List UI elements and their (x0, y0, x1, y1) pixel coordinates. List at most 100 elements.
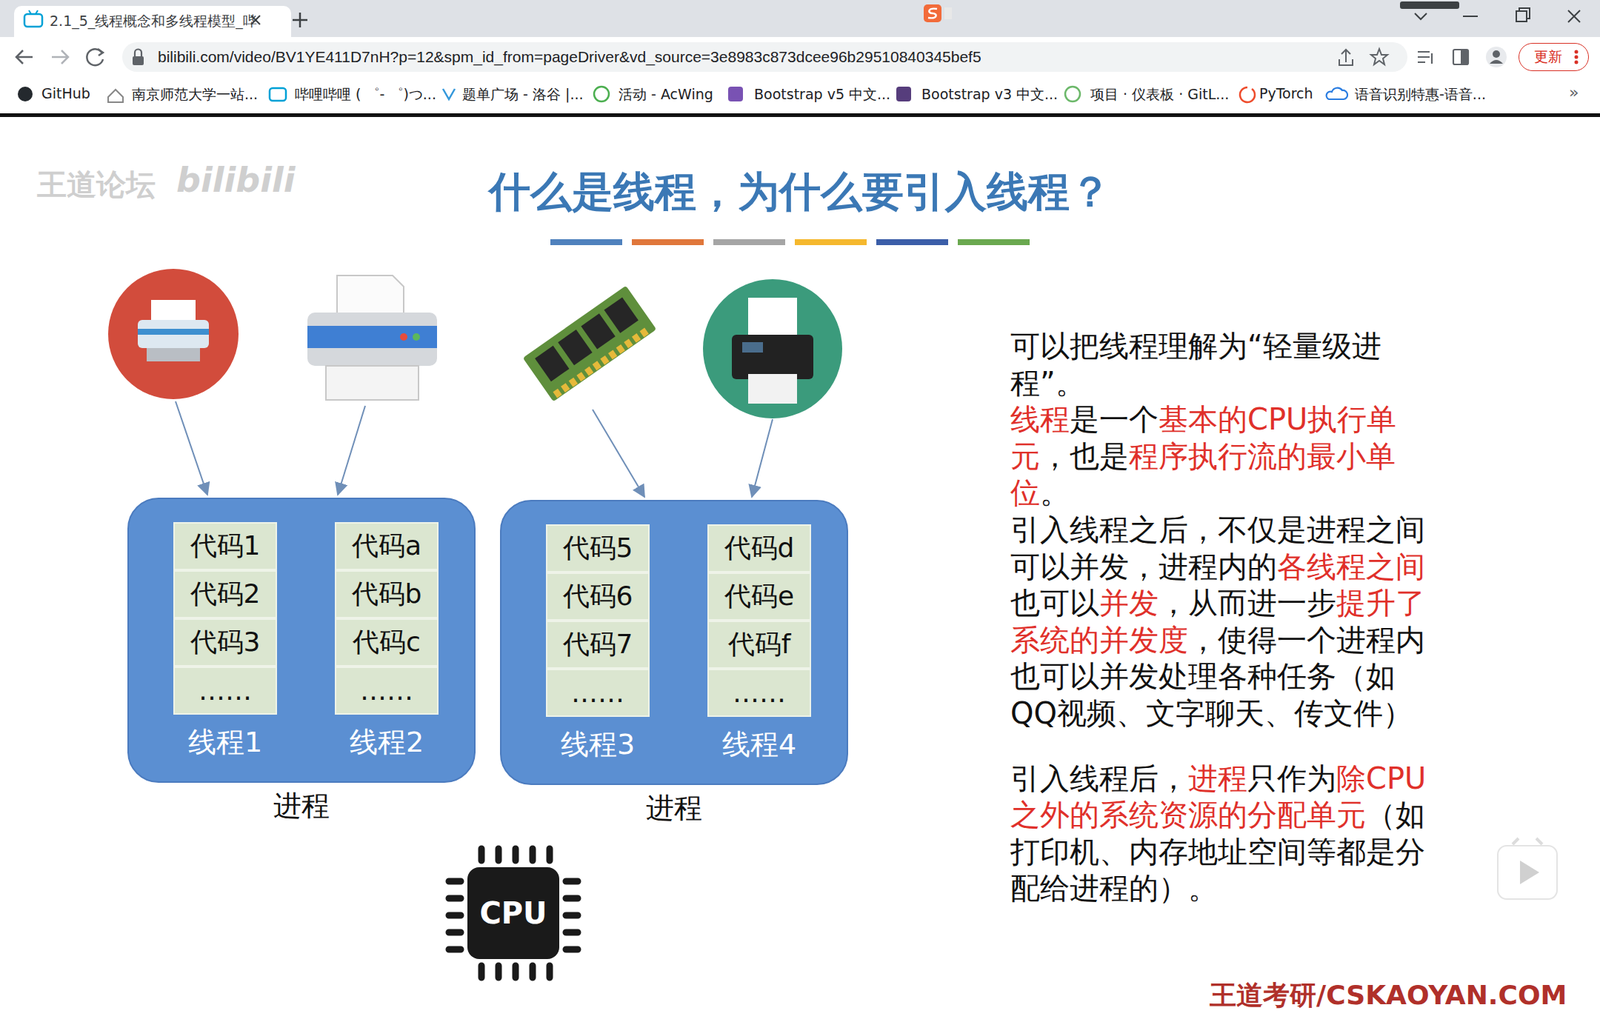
footer-brand: 王道考研/CSKAOYAN.COM (1209, 977, 1567, 1015)
sogou-icon (944, 7, 952, 20)
thread-label: 线程3 (545, 725, 650, 764)
code-cell: 代码f (707, 620, 812, 669)
printer-tray (146, 348, 200, 362)
code-label: …… (571, 677, 625, 709)
gitlab-icon (1065, 86, 1080, 102)
reload-icon (86, 48, 103, 66)
color-bar (631, 239, 704, 246)
pins (554, 328, 650, 395)
sidebar-icon (1460, 49, 1469, 65)
code-label: …… (198, 675, 252, 706)
bookmark: 语音识别特惠-语音... (1354, 85, 1486, 105)
url-text: bilibili.com/video/BV1YE411D7nH?p=12&spm… (157, 48, 982, 66)
code-label: 代码b (351, 576, 423, 613)
pcb (522, 285, 658, 402)
bookmark: 南京师范大学一站... (131, 85, 258, 105)
cpu-label: CPU (479, 896, 547, 931)
cpu-body (467, 867, 560, 960)
profile-icon (1485, 46, 1507, 68)
browser-chrome (0, 0, 1600, 118)
reload-icon (97, 48, 103, 56)
paragraph: 引入线程后，进程只作为除CPU之外的系统资源的分配单元（如打印机、内存地址空间等… (1010, 760, 1439, 908)
thread-label: 线程1 (173, 723, 278, 762)
code-label: …… (360, 675, 414, 706)
sogou-icon (928, 8, 938, 19)
tab-search-icon (1414, 13, 1427, 20)
cpu-pins (448, 848, 578, 978)
code-label: 代码e (724, 578, 795, 615)
code-cell: 代码6 (545, 572, 650, 621)
highlight-text: 并发 (1099, 585, 1159, 620)
browser-tab: 2.1_5_线程概念和多线程模型_哔 (14, 5, 292, 38)
tab-close-icon (251, 15, 260, 25)
code-label: 代码5 (562, 530, 634, 567)
share-icon (1339, 49, 1353, 66)
toolbar (0, 37, 1600, 76)
code-cell: 代码5 (545, 524, 650, 573)
code-cell: …… (707, 668, 812, 718)
close-window-icon (1568, 10, 1580, 23)
body-text: 只作为 (1247, 761, 1337, 796)
resource-arrow (751, 419, 773, 498)
thread-label: 线程2 (334, 723, 439, 762)
thread-column: 代码1 代码2 代码3 …… 线程1 (173, 522, 278, 762)
process-box: 代码1代码2代码3……线程1代码a代码b代码c……线程2进程 (127, 497, 476, 783)
printer-band (137, 328, 209, 335)
icon-circle (108, 268, 239, 400)
bookmark: Bootstrap v5 中文... (754, 85, 891, 105)
bookmark: GitHub (41, 85, 91, 102)
thread-label: 线程4 (707, 725, 812, 764)
new-tab-icon (292, 12, 308, 28)
play-ears (1512, 838, 1543, 845)
play-box (1497, 845, 1558, 900)
printer-body (731, 334, 814, 380)
highlight-text: 各线程之间 (1277, 549, 1426, 584)
bookmark: PyTorch (1259, 85, 1314, 102)
favicon (28, 10, 38, 15)
address-bar: bilibili.com/video/BV1YE411D7nH?p=12&spm… (122, 42, 1408, 72)
code-cell: 代码3 (173, 618, 278, 667)
body-text: 。 (1040, 475, 1070, 510)
code-label: 代码f (728, 626, 792, 663)
thread-column: 代码5代码6代码7……线程3 (545, 524, 650, 764)
favicon (24, 14, 43, 27)
code-cell: 代码2 (173, 570, 278, 619)
thread-column: 代码d代码e代码f……线程4 (707, 524, 812, 764)
color-bar (794, 239, 867, 246)
memory-stick (522, 285, 658, 402)
profile-icon (1492, 50, 1500, 58)
body-text: 可以把线程理解为“轻量级进程”。 (1010, 328, 1382, 400)
code-label: 代码c (352, 624, 421, 661)
code-label: 代码3 (190, 624, 261, 661)
code-label: 代码1 (190, 528, 261, 565)
printer-grey (307, 275, 438, 400)
led (400, 333, 408, 341)
printer-body (137, 320, 209, 349)
watermark: 王道论坛 (37, 164, 156, 206)
code-cell: …… (545, 668, 650, 718)
color-bar (550, 239, 623, 246)
bootstrap-icon (728, 86, 743, 102)
cpu-icon (448, 848, 578, 978)
thread-column: 代码a代码b代码c……线程2 (334, 522, 439, 762)
paragraph: 线程是一个基本的CPU执行单元，也是程序执行流的最小单位。 (1010, 401, 1439, 512)
code-label: …… (732, 677, 786, 709)
printer-tray (325, 365, 419, 400)
body-text: 是一个 (1069, 402, 1159, 437)
chip (557, 329, 592, 366)
bookmark: 题单广场 - 洛谷 |... (462, 85, 584, 105)
code-cell: 代码e (707, 572, 812, 621)
color-bar (876, 239, 949, 246)
bookmark: Bootstrap v3 中文... (921, 85, 1058, 105)
media-icon (1417, 51, 1432, 64)
acwing-icon (594, 86, 609, 102)
more-bookmarks: » (1568, 82, 1579, 102)
github-icon (17, 86, 33, 102)
code-cell: 代码1 (173, 522, 278, 571)
paper (337, 275, 404, 315)
printer-tray (748, 374, 798, 404)
printer-green (702, 279, 843, 419)
resource-arrow (175, 401, 208, 495)
overlay-widget (1400, 1, 1460, 9)
